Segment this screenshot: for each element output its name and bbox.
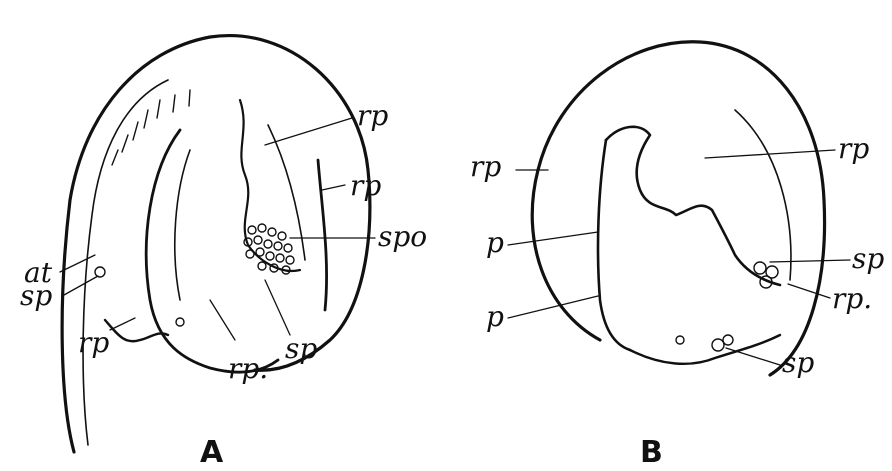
panel-a-central-lobe: [146, 130, 278, 372]
panel-b-label-sp-right: sp: [852, 242, 884, 275]
panel-a-bottom-fragment: [105, 320, 168, 341]
panel-a-label-rp-right: rp: [350, 169, 381, 202]
panel-a-small-sorus: [95, 267, 105, 277]
panel-a-hatching: [112, 90, 190, 165]
panel-b-bottom-curl: [630, 335, 780, 364]
panel-b-sporangia: [676, 262, 778, 351]
panel-b-outer-outline: [532, 42, 824, 375]
panel-b-label-sp-bottom: sp: [782, 346, 814, 379]
panel-a-label-rp-upper: rp: [357, 99, 388, 132]
panel-a-label-sp-bottom: sp: [285, 332, 317, 365]
panel-b-drawing: rp rp p p sp rp. sp B: [470, 42, 884, 470]
panel-b-fertile-region: [606, 127, 780, 285]
panel-b-leaders: [508, 150, 850, 365]
panel-a-caption: A: [200, 435, 224, 470]
panel-b-label-rp-left: rp: [470, 150, 501, 183]
panel-b-label-p-lower: p: [486, 300, 504, 333]
panel-a-drawing: rp rp spo at sp rp rp. sp A: [20, 36, 427, 470]
panel-a-small-sorus-2: [176, 318, 184, 326]
panel-a-label-rp-bottom-left: rp: [78, 326, 109, 359]
panel-a-right-vein: [268, 125, 305, 260]
panel-b-label-p-upper: p: [486, 226, 504, 259]
panel-a-right-edge: [318, 160, 327, 310]
panel-b-left-margin: [598, 140, 630, 350]
panel-a-label-sp-left: sp: [20, 279, 52, 312]
panel-a-label-rp-bottom-mid: rp.: [228, 352, 268, 385]
panel-a-outer-outline: [62, 36, 370, 452]
panel-b-caption: B: [640, 435, 663, 470]
panel-b-label-rp-right-lower: rp.: [832, 282, 872, 315]
panel-a-label-spo: spo: [378, 220, 427, 253]
panel-a-inner-line: [83, 80, 168, 445]
panel-b-inner-vein: [735, 110, 791, 280]
panel-b-label-rp-upper-right: rp: [838, 132, 869, 165]
panel-a-lobe-inner: [175, 150, 190, 300]
